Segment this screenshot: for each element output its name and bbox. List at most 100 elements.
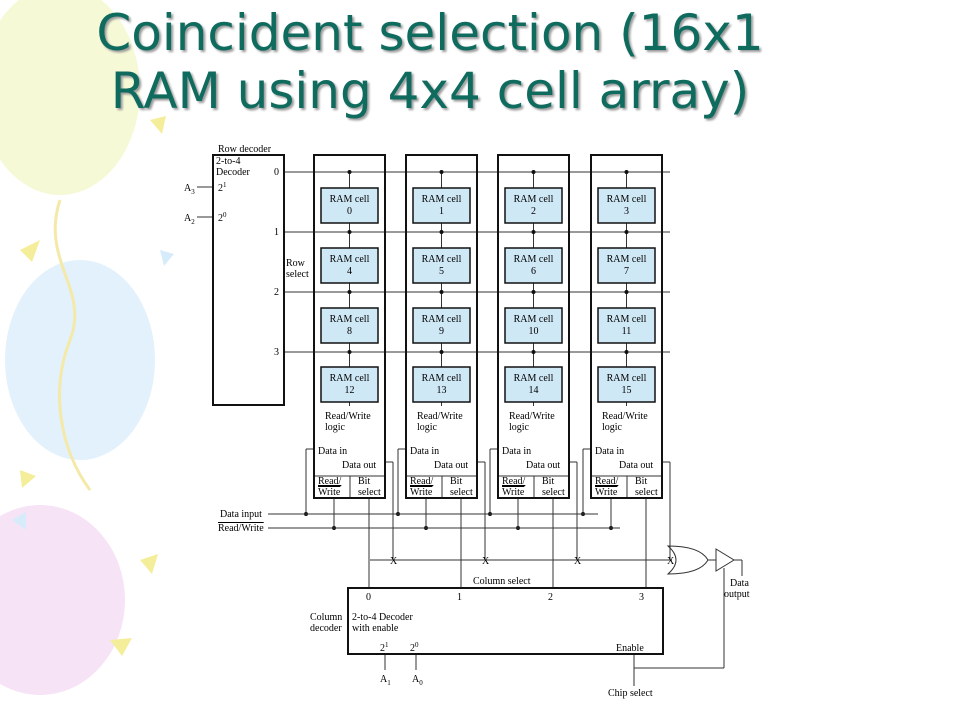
ram-cell-0 <box>320 187 379 224</box>
column-decoder-block <box>347 587 664 655</box>
junction-dot <box>347 230 352 234</box>
row-output-3: 3 <box>274 347 279 358</box>
input-a2-base: A <box>184 213 192 224</box>
junction-dot <box>347 290 352 294</box>
ram-cell-number: 5 <box>439 266 444 277</box>
row-output-2: 2 <box>274 287 279 298</box>
column-decoder-caption-2: decoder <box>310 623 342 634</box>
junction-dot <box>624 230 629 234</box>
row-decoder-block <box>212 154 285 406</box>
balloon-string <box>53 199 92 491</box>
and-x-mark-3: X <box>667 556 675 567</box>
row-select-label-a: Row <box>286 258 306 269</box>
ram-cell-label: RAM cell <box>607 314 647 325</box>
col-pin-2-1: 21 <box>380 641 389 654</box>
col-pin-2-0-sup: 0 <box>415 641 419 649</box>
col-pin-2-0: 20 <box>410 641 419 654</box>
blocks <box>212 154 735 655</box>
select-label: select <box>358 487 381 498</box>
ram-cell-number: 10 <box>529 326 539 337</box>
input-a1-sub: 1 <box>387 679 391 687</box>
ram-cell-number: 1 <box>439 206 444 217</box>
ram-cell-label: RAM cell <box>330 194 370 205</box>
row-select-label-b: select <box>286 269 309 280</box>
select-label: select <box>542 487 565 498</box>
row-pin-2-0-sup: 0 <box>223 211 227 219</box>
read-label: Read/ <box>502 476 526 487</box>
column-block-2 <box>497 154 570 499</box>
balloon-pink <box>0 505 125 695</box>
junction-dot <box>531 350 536 354</box>
col-output-3: 3 <box>639 592 644 603</box>
input-a0: A0 <box>412 674 423 687</box>
data-out-label: Data out <box>619 460 653 471</box>
and-x-mark-1: X <box>482 556 490 567</box>
col-output-1: 1 <box>457 592 462 603</box>
bit-label: Bit <box>358 476 370 487</box>
col-pin-2-1-base: 2 <box>380 643 385 654</box>
data-in-label: Data in <box>410 446 439 457</box>
ram-cell-15 <box>597 366 656 403</box>
ram-cell-number: 0 <box>347 206 352 217</box>
ram-cell-label: RAM cell <box>607 254 647 265</box>
input-a3: A3 <box>184 183 195 196</box>
ram-cell-12 <box>320 366 379 403</box>
ram-cell-number: 11 <box>622 326 632 337</box>
column-decoder-name-1: 2-to-4 Decoder <box>352 612 413 623</box>
input-a1: A1 <box>380 674 391 687</box>
data-input-label: Data input <box>220 509 262 520</box>
ram-cell-array <box>320 187 656 403</box>
rw-logic-label-2: logic <box>325 422 346 433</box>
row-pin-2-1: 21 <box>218 181 227 194</box>
junction-dot <box>531 230 536 234</box>
bit-label: Bit <box>450 476 462 487</box>
junction-dot <box>624 170 629 174</box>
ram-cell-label: RAM cell <box>330 254 370 265</box>
input-a0-sub: 0 <box>419 679 423 687</box>
column-block-1 <box>405 154 478 499</box>
ram-cell-5 <box>412 247 471 284</box>
enable-label: Enable <box>616 643 644 654</box>
chip-select-label: Chip select <box>608 688 653 699</box>
column-block-0 <box>313 154 386 499</box>
write-label: Write <box>502 487 525 498</box>
ram-cell-11 <box>597 307 656 344</box>
ram-cell-number: 4 <box>347 266 352 277</box>
row-output-1: 1 <box>274 227 279 238</box>
row-pin-2-1-base: 2 <box>218 183 223 194</box>
ram-cell-label: RAM cell <box>514 314 554 325</box>
bit-label: Bit <box>635 476 647 487</box>
row-decoder-name-2: Decoder <box>216 167 251 178</box>
junction-dot <box>531 170 536 174</box>
rw-logic-label-2: logic <box>417 422 438 433</box>
junction-dot <box>439 290 444 294</box>
ram-cell-label: RAM cell <box>422 314 462 325</box>
ram-cell-label: RAM cell <box>514 194 554 205</box>
read-label: Read/ <box>318 476 342 487</box>
ram-cell-6 <box>504 247 563 284</box>
ram-cell-3 <box>597 187 656 224</box>
bit-label: Bit <box>542 476 554 487</box>
write-label: Write <box>595 487 618 498</box>
row-pin-2-1-sup: 1 <box>223 181 227 189</box>
junction-dot <box>531 290 536 294</box>
row-decoder-name-1: 2-to-4 <box>216 156 240 167</box>
junction-dot <box>439 170 444 174</box>
ram-cell-8 <box>320 307 379 344</box>
ram-cell-4 <box>320 247 379 284</box>
ram-cell-label: RAM cell <box>607 373 647 384</box>
ram-cell-2 <box>504 187 563 224</box>
output-buffer <box>715 548 735 572</box>
ram-cell-number: 15 <box>622 385 632 396</box>
read-write-label: Read/Write <box>218 523 264 534</box>
ram-cell-label: RAM cell <box>514 373 554 384</box>
column-block-3 <box>590 154 663 499</box>
rw-logic-label-2: logic <box>509 422 530 433</box>
select-label: select <box>635 487 658 498</box>
rw-logic-label-1: Read/Write <box>417 411 463 422</box>
ram-cell-7 <box>597 247 656 284</box>
and-x-mark-0: X <box>390 556 398 567</box>
col-output-0: 0 <box>366 592 371 603</box>
write-label: Write <box>318 487 341 498</box>
